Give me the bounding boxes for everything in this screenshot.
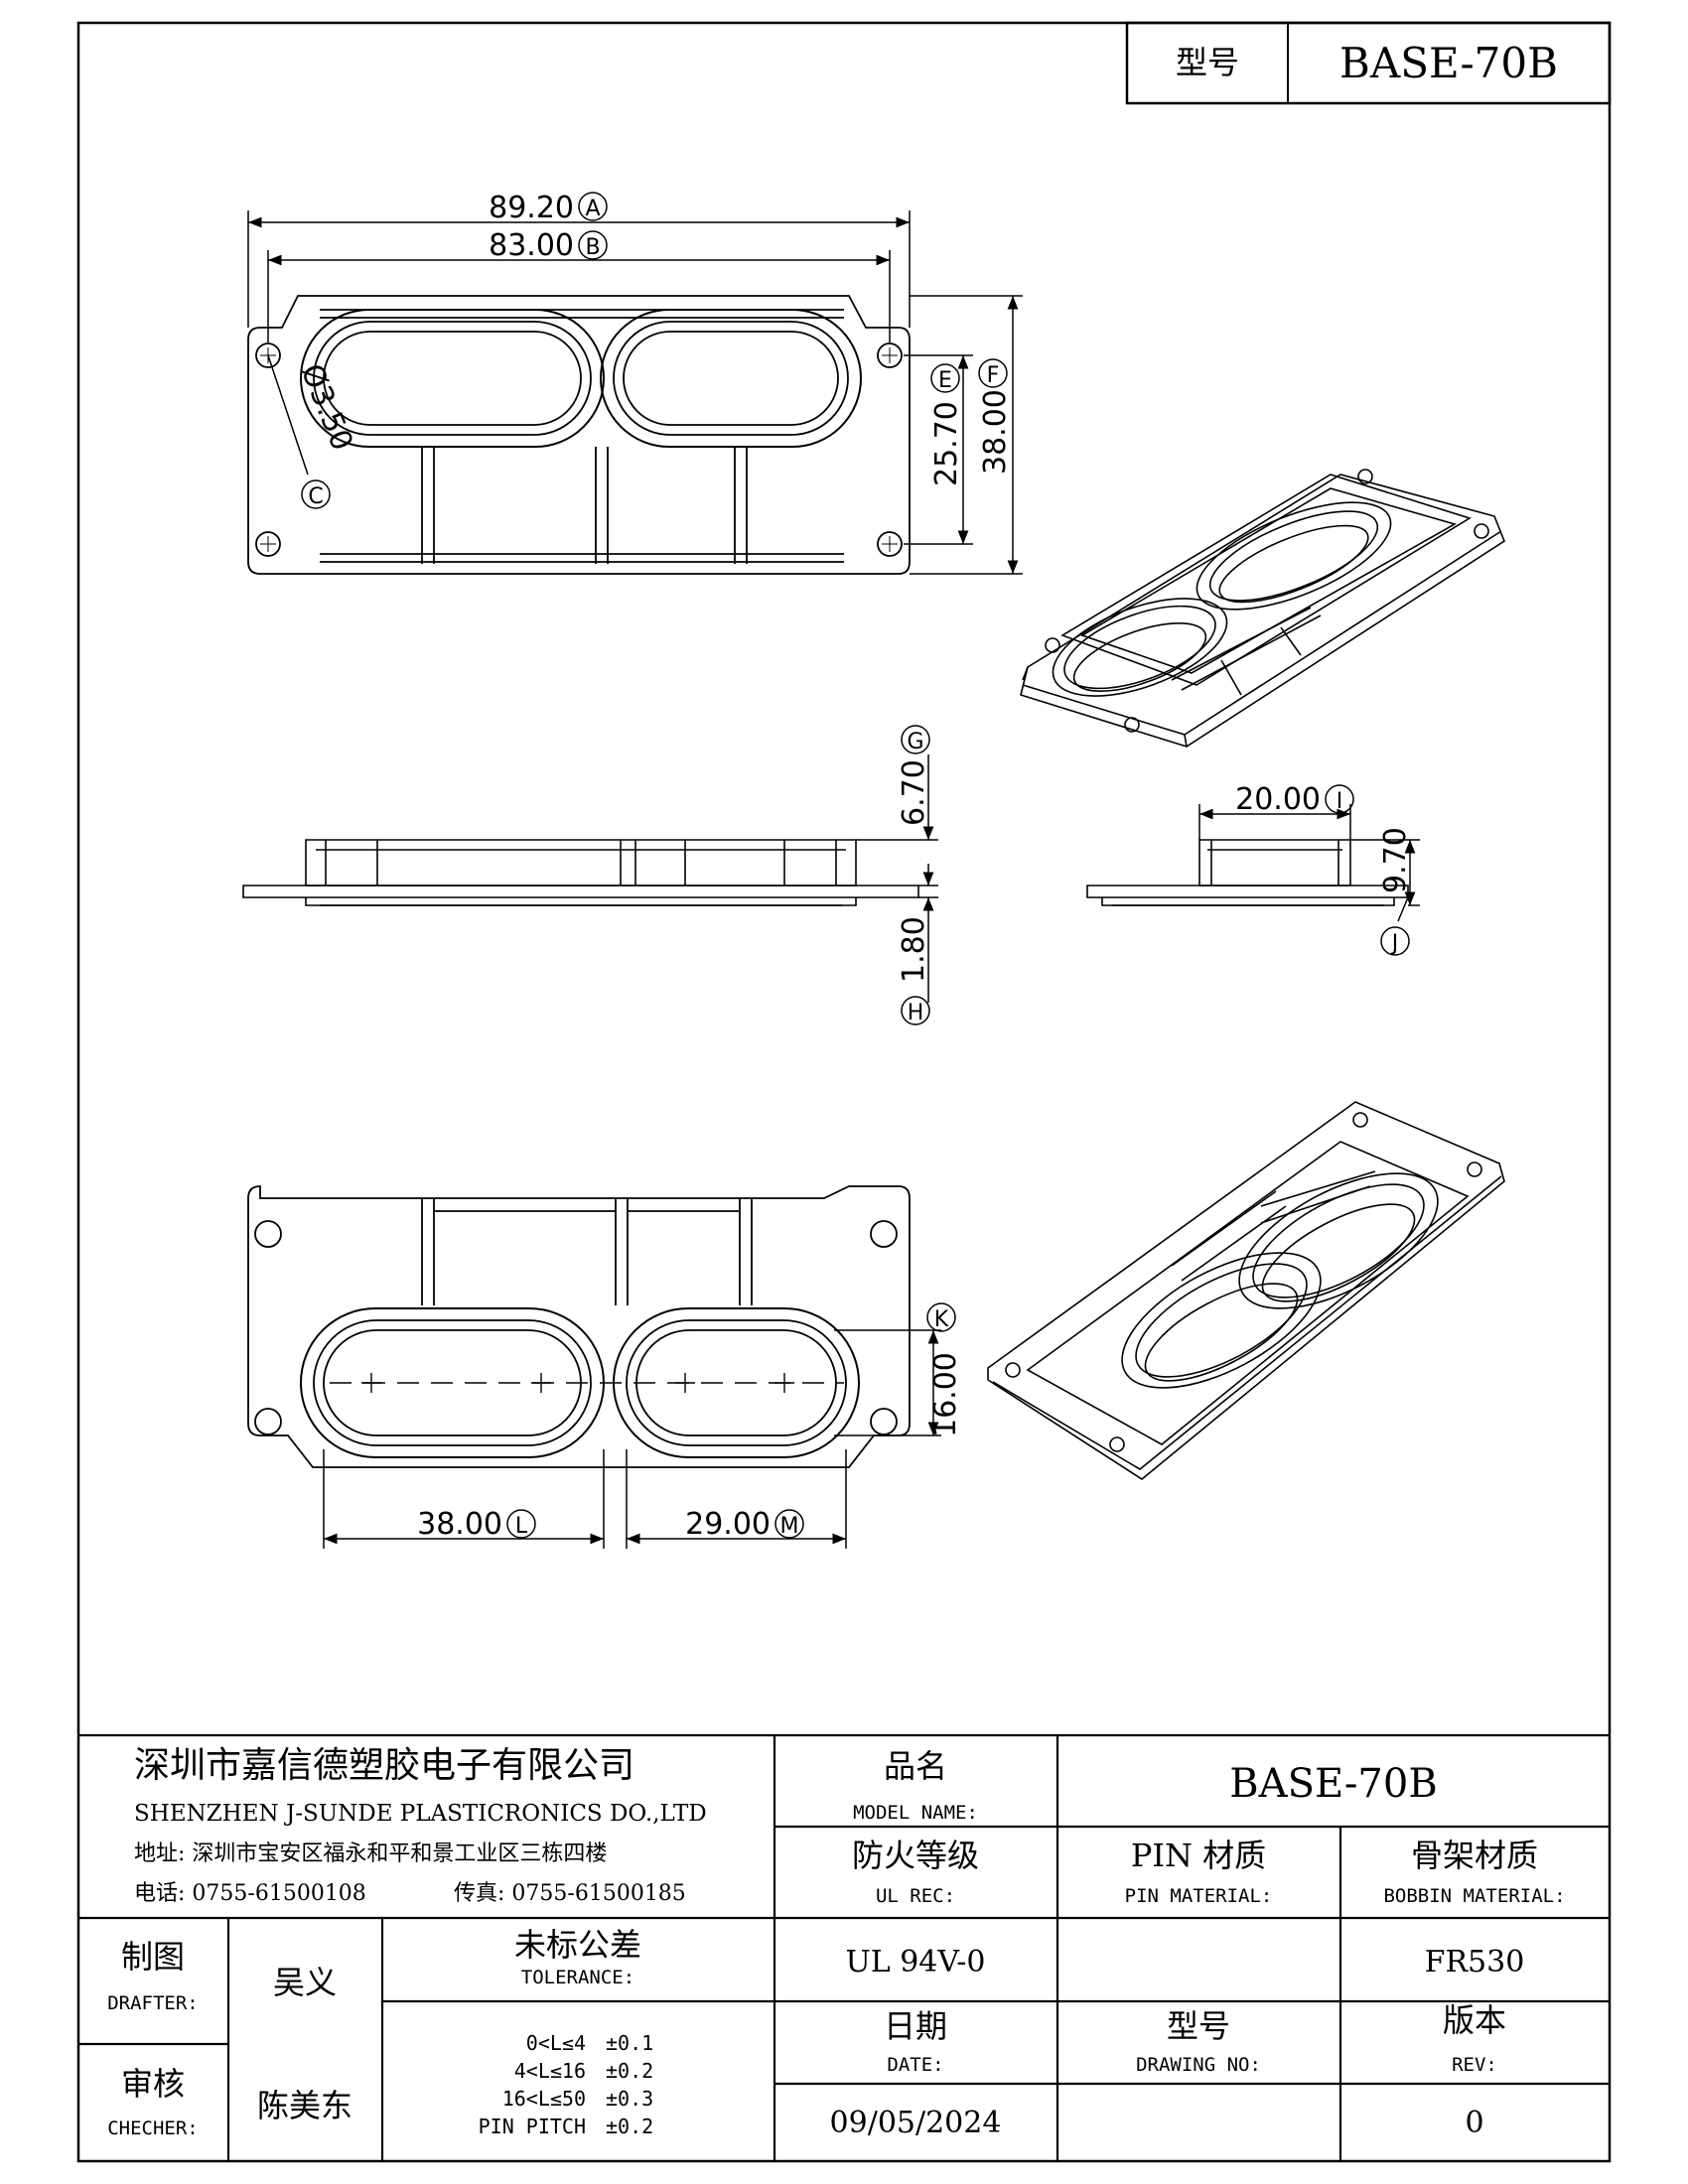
- title-block-grid: [78, 1733, 1610, 2161]
- tag-e-circle: [930, 363, 960, 393]
- bobbin-material-value: FR530: [1425, 1945, 1525, 1979]
- tolerance-range-1: 0<L≤4: [526, 2031, 586, 2055]
- top-view: [247, 295, 911, 575]
- dim-pitch-height: 25.70: [929, 401, 964, 486]
- tolerance-range-4: PIN PITCH: [479, 2115, 586, 2138]
- isometric-view-bottom: [987, 1101, 1505, 1480]
- checker-cn: 审核: [121, 2065, 185, 2103]
- tolerance-value-1: ±0.1: [606, 2031, 653, 2055]
- header-model-label: 型号: [1176, 44, 1239, 81]
- ul-rec-en: UL REC:: [876, 1885, 955, 1907]
- drawing-no-en: DRAWING NO:: [1136, 2054, 1261, 2076]
- front-view: [242, 839, 919, 906]
- pin-material-en: PIN MATERIAL:: [1125, 1885, 1273, 1907]
- title-block-text: 深圳市嘉信德塑胶电子有限公司 SHENZHEN J-SUNDE PLASTICR…: [107, 1745, 1565, 2140]
- tag-i: I: [1336, 789, 1343, 814]
- tag-h: H: [908, 1001, 924, 1025]
- tag-g-circle: [901, 725, 930, 754]
- tag-m: M: [780, 1514, 799, 1539]
- dim-side-height: 9.70: [1378, 827, 1413, 893]
- tag-f: F: [987, 363, 1000, 388]
- company-name-cn: 深圳市嘉信德塑胶电子有限公司: [134, 1745, 634, 1786]
- side-view-dimensions: [1198, 804, 1420, 922]
- bottom-view: [247, 1185, 911, 1468]
- tag-k-circle: [926, 1302, 956, 1332]
- checker-name: 陈美东: [257, 2087, 352, 2124]
- bobbin-material-en: BOBBIN MATERIAL:: [1383, 1885, 1565, 1907]
- company-phone: 电话: 0755-61500108: [134, 1881, 366, 1906]
- tolerance-value-4: ±0.2: [606, 2115, 653, 2138]
- bobbin-material-cn: 骨架材质: [1411, 1837, 1538, 1874]
- bottom-view-labels: K 16.00 38.00 L 29.00 M: [417, 1302, 963, 1542]
- side-view-labels: 20.00 I 9.70 J: [1235, 782, 1413, 956]
- date-en: DATE:: [887, 2054, 943, 2076]
- date-value: 09/05/2024: [830, 2106, 1002, 2140]
- header-model-value: BASE-70B: [1339, 39, 1558, 87]
- tolerance-value-3: ±0.3: [606, 2087, 653, 2111]
- dim-flange-thickness: 1.80: [897, 916, 931, 983]
- dim-left-slot-length: 38.00: [417, 1507, 502, 1542]
- tag-h-circle: [901, 996, 930, 1025]
- pin-material-cn: PIN 材质: [1131, 1837, 1266, 1874]
- tag-c: C: [308, 484, 323, 509]
- dim-hole-diameter: Ø3.50: [294, 359, 359, 456]
- front-view-labels: G 6.70 1.80 H: [897, 725, 931, 1025]
- top-view-dimensions: [247, 210, 1023, 575]
- rev-en: REV:: [1452, 2054, 1497, 2076]
- dim-pitch-width: 83.00: [489, 228, 574, 263]
- drawing-no-cn: 型号: [1167, 2007, 1230, 2045]
- tag-i-circle: [1325, 784, 1354, 814]
- tolerance-value-2: ±0.2: [606, 2059, 653, 2083]
- dim-overall-width: 89.20: [489, 191, 574, 225]
- dim-slot-width: 16.00: [928, 1352, 963, 1437]
- tag-j: J: [1390, 931, 1399, 956]
- company-name-en: SHENZHEN J-SUNDE PLASTICRONICS DO.,LTD: [134, 1801, 707, 1827]
- tolerance-cn: 未标公差: [514, 1926, 641, 1964]
- rev-cn: 版本: [1443, 2001, 1506, 2039]
- tag-j-circle: [1380, 926, 1410, 956]
- tag-b: B: [585, 235, 600, 260]
- tag-g: G: [907, 730, 923, 754]
- drafter-en: DRAFTER:: [107, 1992, 199, 2014]
- tag-b-circle: [578, 230, 608, 260]
- bottom-view-dimensions: [323, 1329, 941, 1549]
- ul-rec-value: UL 94V-0: [845, 1945, 985, 1979]
- tag-a: A: [585, 197, 600, 221]
- tag-m-circle: [774, 1509, 804, 1539]
- tag-e: E: [938, 368, 952, 393]
- tolerance-en: TOLERANCE:: [521, 1967, 634, 1988]
- dim-overall-height: 38.00: [978, 389, 1013, 475]
- ul-rec-cn: 防火等级: [852, 1837, 979, 1874]
- company-fax: 传真: 0755-61500185: [454, 1881, 686, 1906]
- model-name-cn: 品名: [884, 1747, 947, 1785]
- dim-total-height: 6.70: [897, 759, 931, 826]
- dim-right-slot-length: 29.00: [685, 1507, 771, 1542]
- tag-f-circle: [978, 358, 1008, 388]
- tag-k: K: [934, 1307, 949, 1332]
- model-name-value: BASE-70B: [1229, 1761, 1437, 1807]
- dim-wall-width: 20.00: [1235, 782, 1321, 817]
- drafter-cn: 制图: [121, 1938, 185, 1976]
- front-view-dimensions: [856, 754, 938, 1003]
- tag-l: L: [515, 1514, 528, 1539]
- checker-en: CHECHER:: [107, 2117, 199, 2139]
- drafter-name: 吴义: [273, 1964, 337, 2001]
- sheet-border: [76, 21, 1612, 2163]
- tolerance-range-2: 4<L≤16: [514, 2059, 586, 2083]
- top-view-labels: 89.20 A 83.00 B Ø3.50 C 25.70 E 38.00 F: [294, 191, 1013, 509]
- model-header: 型号 BASE-70B: [1125, 21, 1612, 105]
- company-address: 地址: 深圳市宝安区福永和平和景工业区三栋四楼: [134, 1842, 607, 1866]
- date-cn: 日期: [884, 2007, 947, 2045]
- tolerance-range-3: 16<L≤50: [502, 2087, 586, 2111]
- tag-a-circle: [578, 192, 608, 221]
- tag-c-circle: [301, 479, 331, 509]
- model-name-en: MODEL NAME:: [853, 1802, 978, 1824]
- side-view: [1086, 839, 1409, 906]
- tag-l-circle: [506, 1509, 536, 1539]
- rev-value: 0: [1465, 2106, 1483, 2140]
- isometric-view-top: [1020, 469, 1505, 748]
